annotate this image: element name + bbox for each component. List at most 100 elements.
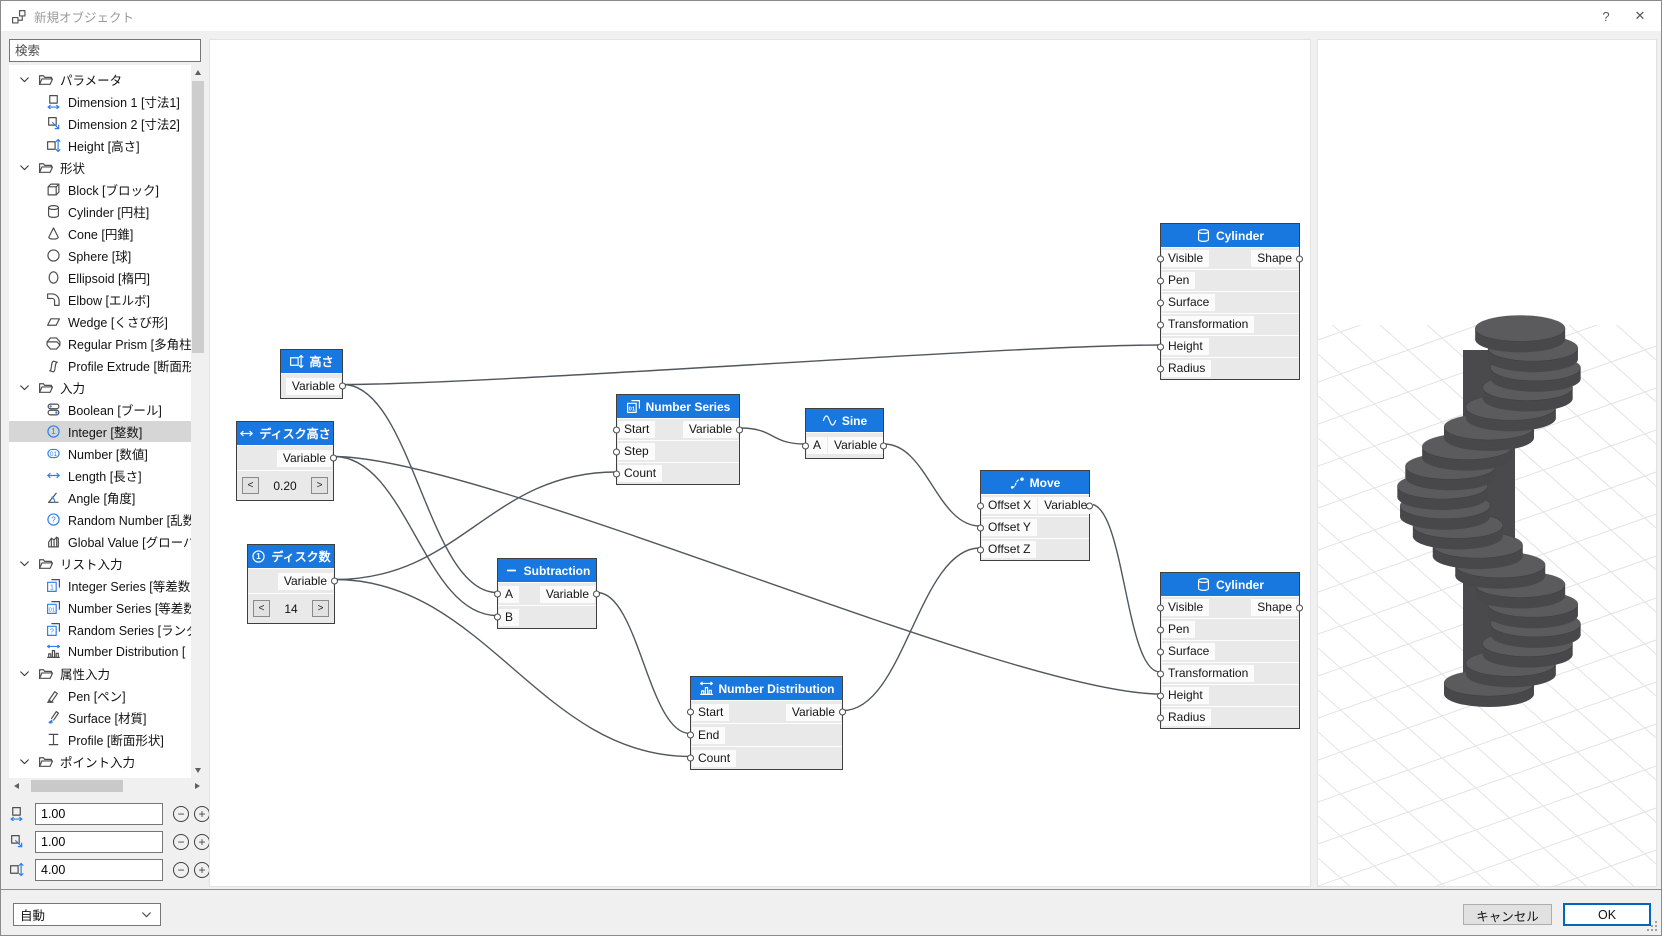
tree-item[interactable]: Height [高さ] xyxy=(9,135,191,156)
tree-item[interactable]: Ellipsoid [楕円] xyxy=(9,267,191,288)
dimension2-increase-button[interactable]: + xyxy=(194,834,210,850)
node-header[interactable]: Number Distribution xyxy=(691,677,842,700)
dimension2-decrease-button[interactable]: − xyxy=(173,834,189,850)
tree-item[interactable]: Angle [角度] xyxy=(9,487,191,508)
input-port[interactable] xyxy=(1157,299,1164,306)
input-port[interactable] xyxy=(1157,670,1164,677)
height-decrease-button[interactable]: − xyxy=(173,862,189,878)
tree-vertical-scrollbar[interactable] xyxy=(191,65,205,778)
output-port[interactable] xyxy=(880,442,887,449)
tree-item[interactable]: Sphere [球] xyxy=(9,245,191,266)
node-header[interactable]: Subtraction xyxy=(498,559,596,582)
scroll-right-arrow[interactable] xyxy=(190,779,205,793)
tree-item[interactable]: Dimension 2 [寸法2] xyxy=(9,113,191,134)
output-port[interactable] xyxy=(1086,502,1093,509)
node-header[interactable]: Cylinder xyxy=(1161,224,1299,247)
tree-folder-item[interactable]: 入力 xyxy=(9,377,191,398)
tree-item[interactable]: Regular Prism [多角柱] xyxy=(9,333,191,354)
dimension1-value-field[interactable] xyxy=(35,803,163,825)
vertical-scroll-thumb[interactable] xyxy=(192,81,204,353)
tree-item[interactable]: Surface [材質] xyxy=(9,707,191,728)
height-increase-button[interactable]: + xyxy=(194,862,210,878)
expander-chevron-icon[interactable] xyxy=(17,380,33,395)
input-port[interactable] xyxy=(977,546,984,553)
tree-item[interactable]: Boolean [ブール] xyxy=(9,399,191,420)
output-port[interactable] xyxy=(736,426,743,433)
dimension1-decrease-button[interactable]: − xyxy=(173,806,189,822)
scroll-left-arrow[interactable] xyxy=(9,779,24,793)
input-port[interactable] xyxy=(1157,648,1164,655)
input-port[interactable] xyxy=(1157,255,1164,262)
input-port[interactable] xyxy=(494,590,501,598)
expander-chevron-icon[interactable] xyxy=(17,72,33,87)
input-port[interactable] xyxy=(1157,321,1164,328)
tree-folder-item[interactable]: パラメータ xyxy=(9,69,191,90)
dimension2-value-field[interactable] xyxy=(35,831,163,853)
tree-item[interactable]: Profile Extrude [断面形 xyxy=(9,355,191,376)
output-port[interactable] xyxy=(330,454,337,462)
expander-chevron-icon[interactable] xyxy=(17,556,33,571)
output-port[interactable] xyxy=(1296,604,1303,611)
ok-button[interactable]: OK xyxy=(1563,903,1651,926)
tree-item[interactable]: Number Distribution [ xyxy=(9,641,191,662)
expander-chevron-icon[interactable] xyxy=(17,666,33,681)
expander-chevron-icon[interactable] xyxy=(17,160,33,175)
input-port[interactable] xyxy=(1157,692,1164,699)
tree-item[interactable]: Global Value [グローバル xyxy=(9,531,191,552)
input-port[interactable] xyxy=(687,708,694,716)
resize-grip[interactable] xyxy=(1646,920,1658,932)
height-value-field[interactable] xyxy=(35,859,163,881)
input-port[interactable] xyxy=(613,426,620,433)
cancel-button[interactable]: キャンセル xyxy=(1463,904,1552,925)
output-port[interactable] xyxy=(839,708,846,716)
input-port[interactable] xyxy=(1157,714,1164,721)
output-port[interactable] xyxy=(1296,255,1303,262)
input-port[interactable] xyxy=(613,470,620,477)
horizontal-scroll-thumb[interactable] xyxy=(31,780,123,792)
input-port[interactable] xyxy=(977,502,984,509)
tree-item[interactable]: Block [ブロック] xyxy=(9,179,191,200)
tree-item[interactable]: ?Random Series [ランダム xyxy=(9,619,191,640)
tree-item[interactable]: ?Random Number [乱数 xyxy=(9,509,191,530)
input-port[interactable] xyxy=(613,448,620,455)
input-port[interactable] xyxy=(1157,626,1164,633)
output-port[interactable] xyxy=(339,382,346,390)
tree-item[interactable]: Dimension 1 [寸法1] xyxy=(9,91,191,112)
input-port[interactable] xyxy=(687,731,694,739)
tree-item[interactable]: Elbow [エルボ] xyxy=(9,289,191,310)
tree-horizontal-scrollbar[interactable] xyxy=(9,779,205,793)
increment-button[interactable]: > xyxy=(312,600,329,617)
dimension1-increase-button[interactable]: + xyxy=(194,806,210,822)
tree-folder-item[interactable]: リスト入力 xyxy=(9,553,191,574)
scroll-up-arrow[interactable] xyxy=(191,65,205,80)
3d-preview-viewport[interactable] xyxy=(1317,39,1657,887)
tree-item[interactable]: Wedge [くさび形] xyxy=(9,311,191,332)
input-port[interactable] xyxy=(1157,365,1164,372)
node-header[interactable]: Sine xyxy=(806,409,883,432)
input-port[interactable] xyxy=(1157,343,1164,350)
input-port[interactable] xyxy=(494,613,501,621)
input-port[interactable] xyxy=(1157,277,1164,284)
node-header[interactable]: Cylinder xyxy=(1161,573,1299,596)
node-header[interactable]: Move xyxy=(981,471,1089,494)
tree-item[interactable]: Cone [円錐] xyxy=(9,223,191,244)
output-port[interactable] xyxy=(331,577,338,585)
output-port[interactable] xyxy=(593,590,600,598)
tree-item[interactable]: Profile [断面形状] xyxy=(9,729,191,750)
input-port[interactable] xyxy=(977,524,984,531)
tree-item[interactable]: Cylinder [円柱] xyxy=(9,201,191,222)
